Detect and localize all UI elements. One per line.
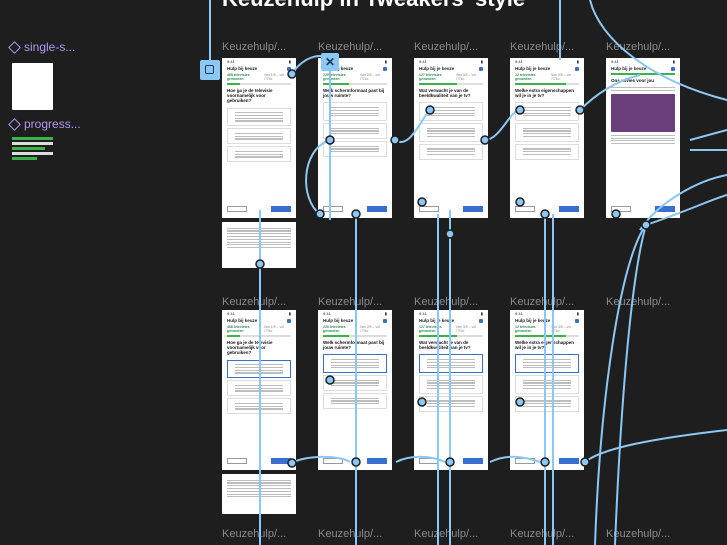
frame-label[interactable]: Keuzehulp/... xyxy=(222,528,287,540)
close-icon[interactable] xyxy=(671,66,675,71)
view-product-button[interactable] xyxy=(655,206,675,212)
component-single-select[interactable]: single-s... xyxy=(8,40,76,55)
tv-product-image xyxy=(611,93,675,132)
frame-label[interactable]: Keuzehulp/... xyxy=(222,296,287,308)
frame-label[interactable]: Keuzehulp/... xyxy=(510,296,575,308)
screen-step-3-selected[interactable]: 9:41▮ Hulp bij je keuze 127 televisies g… xyxy=(414,310,488,470)
screen-step-4-selected[interactable]: 9:41▮ Hulp bij je keuze 12 televisies ge… xyxy=(510,310,584,470)
close-icon[interactable] xyxy=(383,318,387,323)
component-label: single-s... xyxy=(24,40,76,54)
component-icon xyxy=(8,118,21,132)
frame-label[interactable]: Keuzehulp/... xyxy=(414,296,479,308)
next-button[interactable] xyxy=(559,458,579,464)
screen-step-2[interactable]: 9:41▮ Hulp bij keuze 229 televisies gevo… xyxy=(318,58,392,218)
frame-label[interactable]: Keuzehulp/... xyxy=(510,528,575,540)
close-icon[interactable] xyxy=(287,66,291,71)
next-button[interactable] xyxy=(367,458,387,464)
prototype-start-icon[interactable] xyxy=(200,60,220,80)
component-label: progress... xyxy=(24,117,81,131)
close-icon[interactable] xyxy=(287,318,291,323)
frame-label[interactable]: Keuzehulp/... xyxy=(606,528,671,540)
close-icon[interactable] xyxy=(383,66,387,71)
frame-label[interactable]: Keuzehulp/... xyxy=(414,528,479,540)
close-icon[interactable] xyxy=(479,318,483,323)
screen-step-4[interactable]: 9:41▮ Hulp bij je keuze 12 televisies ge… xyxy=(510,58,584,218)
frame-label[interactable]: Keuzehulp/... xyxy=(318,41,383,53)
progress-thumbnail[interactable] xyxy=(12,135,53,167)
next-button[interactable] xyxy=(271,206,291,212)
frame-label[interactable]: Keuzehulp/... xyxy=(222,41,287,53)
component-thumbnail[interactable] xyxy=(12,63,53,110)
next-button[interactable] xyxy=(463,206,483,212)
frame-label[interactable]: Keuzehulp/... xyxy=(318,528,383,540)
screen-step-1[interactable]: 9:41▮ Hulp bij keuze 468 televisies gevo… xyxy=(222,58,296,218)
frame-label[interactable]: Keuzehulp/... xyxy=(606,41,671,53)
next-button[interactable] xyxy=(559,206,579,212)
component-icon xyxy=(8,41,21,55)
screen-step-2-selected[interactable]: 9:41▮ Hulp bij keuze 229 televisies gevo… xyxy=(318,310,392,470)
frame-label[interactable]: Keuzehulp/... xyxy=(318,296,383,308)
close-icon[interactable] xyxy=(575,318,579,323)
screen-step-1-overflow[interactable] xyxy=(222,222,296,268)
next-button[interactable] xyxy=(271,458,291,464)
frame-label[interactable]: Keuzehulp/... xyxy=(414,41,479,53)
close-overlay-icon[interactable]: ✕ xyxy=(321,53,339,71)
screen-step-1-selected[interactable]: 9:41▮ Hulp bij keuze 468 televisies gevo… xyxy=(222,310,296,470)
component-progress[interactable]: progress... xyxy=(8,117,81,132)
screen-step-1-selected-overflow[interactable] xyxy=(222,474,296,514)
close-icon[interactable] xyxy=(479,66,483,71)
frame-label[interactable]: Keuzehulp/... xyxy=(510,41,575,53)
close-icon[interactable] xyxy=(575,66,579,71)
frame-label[interactable]: Keuzehulp/... xyxy=(606,296,671,308)
next-button[interactable] xyxy=(463,458,483,464)
next-button[interactable] xyxy=(367,206,387,212)
screen-step-3[interactable]: 9:41▮ Hulp bij je keuze 127 televisies g… xyxy=(414,58,488,218)
canvas-title: Keuzehulp in Tweakers' style xyxy=(222,0,525,12)
screen-result[interactable]: 9:41▮ Hulp bij je keuze Ons advies voor … xyxy=(606,58,680,218)
